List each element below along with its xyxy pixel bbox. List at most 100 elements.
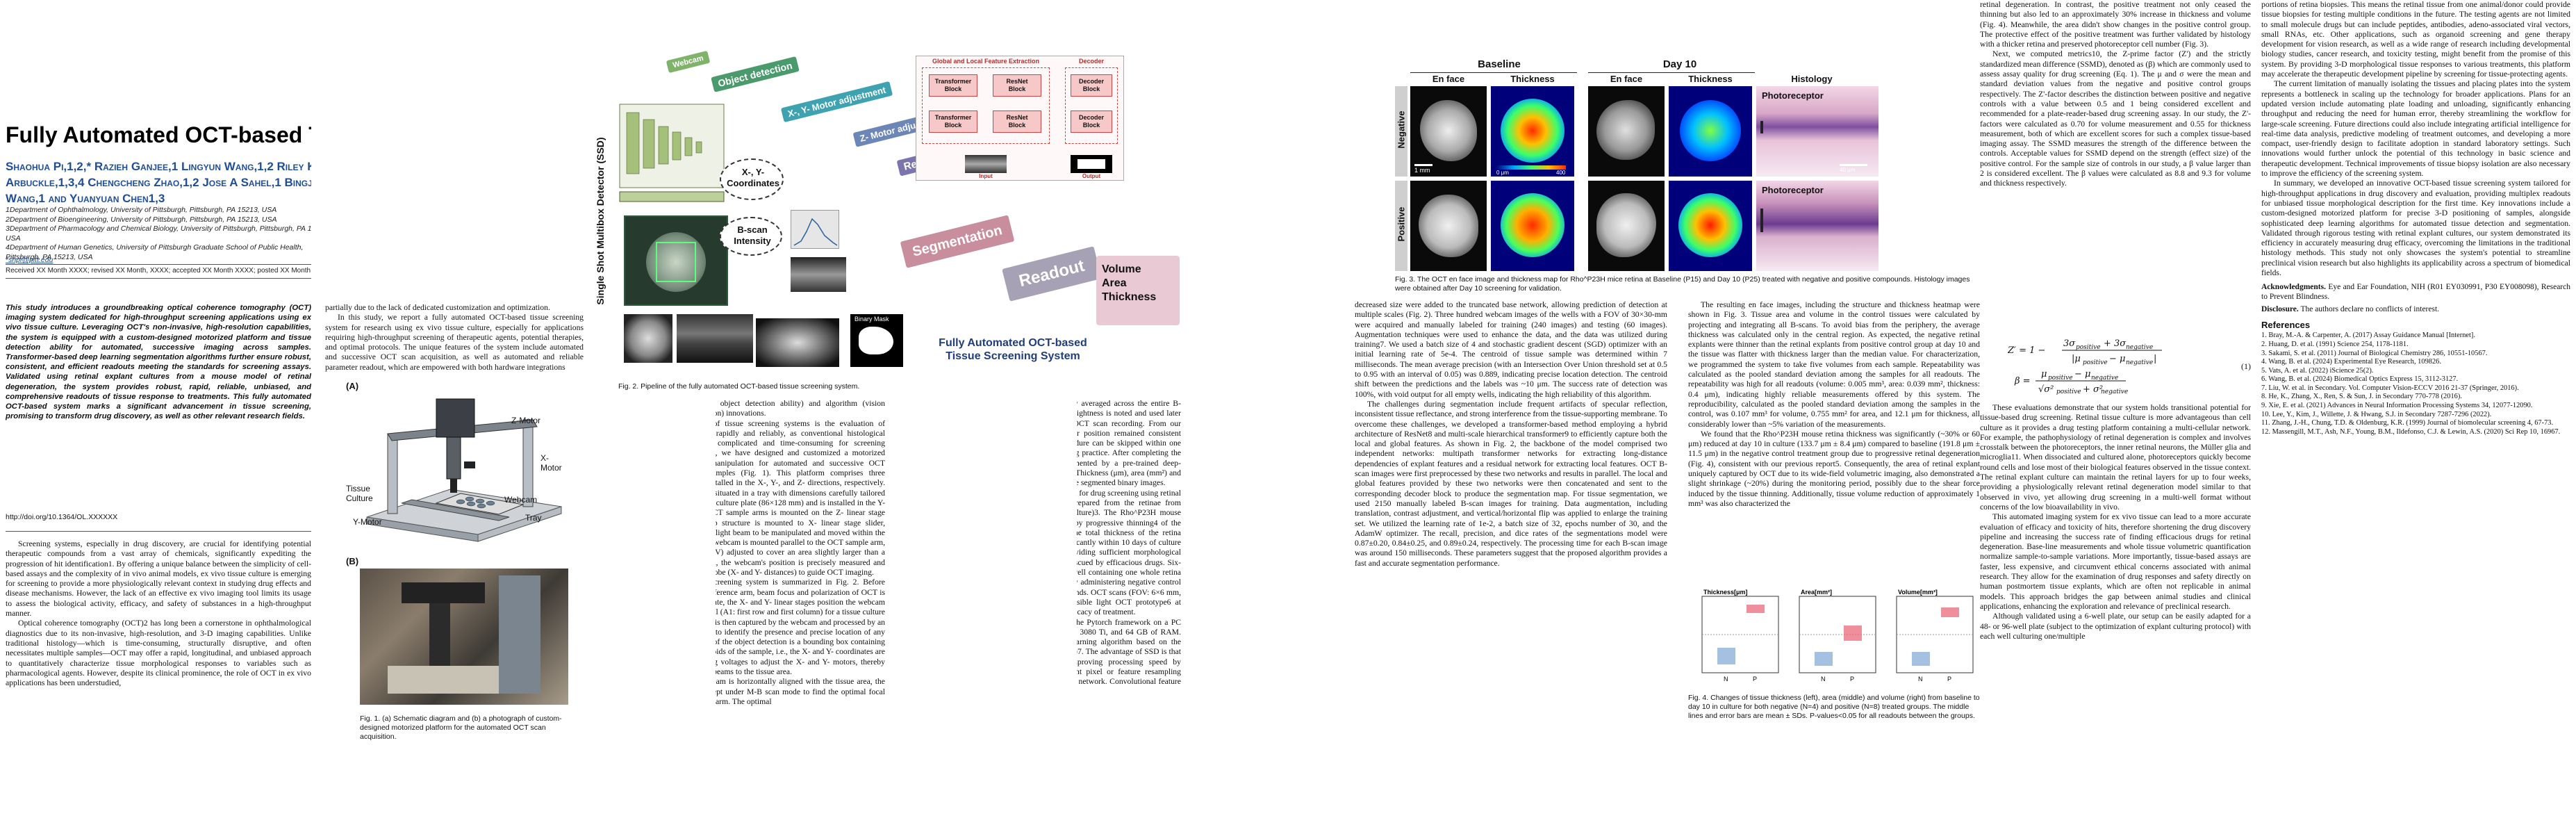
- received-dates: Received XX Month XXXX; revised XX Month…: [6, 267, 311, 275]
- enface-image: 1 mm: [1410, 86, 1487, 177]
- ssd-label-box: Single Shot Multibox Detector (SSD): [593, 97, 610, 354]
- equation-number: (1): [2241, 361, 2251, 371]
- y-motor-label: Y-Motor: [353, 517, 382, 527]
- negative-row-tab: Negative: [1395, 86, 1407, 177]
- svg-text:− μ: − μ: [2074, 369, 2090, 379]
- corresponding-email-link[interactable]: *shpi@pitt.edu: [6, 256, 53, 264]
- column-6: retinal degeneration. In contrast, the p…: [1980, 0, 2251, 834]
- negative-box: [1815, 652, 1833, 666]
- segmentation-network-diagram: Global and Local Feature Extraction Tran…: [916, 56, 1124, 181]
- decoder-block: Decoder Block: [1071, 74, 1112, 97]
- affiliation: 1Department of Ophthalmology, University…: [6, 206, 277, 214]
- figure-3: Baseline Day 10 En face Thickness En fac…: [1360, 58, 1979, 350]
- paper-title: Fully Automated OCT-based Tissue Screeni…: [6, 122, 311, 147]
- disclosure: Disclosure. The authors declare no confl…: [2261, 304, 2570, 314]
- negative-box: [1912, 652, 1930, 666]
- body-paragraph: The challenges during segmentation inclu…: [1355, 399, 1667, 568]
- column-5: decreased size were added to the truncat…: [1355, 0, 1667, 834]
- histology-image: Photoreceptor: [1756, 181, 1879, 271]
- thickness-map: 0 μm 400: [1491, 86, 1574, 177]
- reference-item: 9. Xie, E. et al. (2021) Advances in Neu…: [2261, 402, 2533, 410]
- acknowledgments-label: Acknowledgments.: [2261, 283, 2326, 292]
- author-list: Shaohua Pi,1,2,* Razieh Ganjee,1 Lingyun…: [6, 160, 311, 205]
- column-7: portions of retina biopsies. This means …: [2261, 0, 2570, 834]
- decoder-block: Decoder Block: [1071, 111, 1112, 133]
- svg-text:− μ: − μ: [2109, 354, 2125, 364]
- resnet-block: ResNet Block: [993, 74, 1041, 97]
- column-2: partially due to the lack of dedicated c…: [325, 0, 584, 834]
- body-paragraph: We found that the Rho^P23H mouse retina …: [1688, 429, 1980, 508]
- figure-3-caption: Fig. 3. The OCT en face image and thickn…: [1395, 275, 1970, 293]
- divider: [6, 264, 311, 265]
- platform-schematic: [366, 398, 562, 542]
- tissue-enface-thumbnail: [756, 318, 839, 367]
- figure-4-caption: Fig. 4. Changes of tissue thickness (lef…: [1688, 694, 1980, 720]
- body-paragraph: The current limitation of manually isola…: [2261, 79, 2570, 179]
- body-paragraph: The implementation was carried out using…: [1077, 617, 1181, 687]
- body-paragraph: depth is determined by examining the int…: [1077, 399, 1181, 488]
- transformer-block: Transformer Block: [929, 111, 977, 133]
- positive-box: [1844, 626, 1862, 641]
- body-paragraph: In summary, we developed an innovative O…: [2261, 179, 2570, 278]
- reference-item: 3. Sakami, S. et al. (2011) Journal of B…: [2261, 349, 2488, 357]
- affiliation: 2Department of Bioengineering, Universit…: [6, 215, 277, 224]
- svg-text:negative: negative: [2101, 389, 2128, 395]
- column-3: (motorized platform with object detectio…: [716, 0, 1042, 834]
- webcam-well-image: [624, 215, 728, 306]
- enface-col-header: En face: [1610, 74, 1643, 84]
- thickness-col-header: Thickness: [1688, 74, 1733, 84]
- body-paragraph: Next, we computed metrics10, the Z-prime…: [1980, 49, 2251, 188]
- enface-col-header: En face: [1432, 74, 1465, 84]
- oct-enface-thumbnail: [624, 314, 672, 363]
- body-paragraph: Once the OCT light beam is horizontally …: [716, 677, 885, 706]
- system-name-banner: Fully Automated OCT-based Tissue Screeni…: [939, 337, 1087, 362]
- x-tick: N: [1918, 676, 1923, 682]
- acknowledgments: Acknowledgments. Eye and Ear Foundation,…: [2261, 282, 2570, 302]
- reference-item: 2. Huang, D. et al. (1991) Science 254, …: [2261, 340, 2409, 348]
- references-heading: References: [2261, 320, 2311, 331]
- svg-text:μ: μ: [2041, 369, 2047, 379]
- figure-1b: (B): [346, 556, 568, 712]
- body-paragraph: The first bottleneck of tissue screening…: [716, 418, 885, 578]
- affiliation: 3Department of Pharmacology and Chemical…: [6, 224, 311, 243]
- svg-text:|: |: [2154, 354, 2156, 364]
- divider: [6, 531, 311, 532]
- x-tick: N: [1821, 676, 1826, 682]
- negative-box: [1717, 648, 1735, 664]
- reference-item: 8. He, K., Zhang, X., Ren, S. & Sun, J. …: [2261, 393, 2462, 401]
- binary-mask-image: Binary Mask: [850, 314, 903, 367]
- scale-bar-label: 40 μm: [1840, 167, 1856, 173]
- reference-item: 4. Wang, B. et al. (2024) Experimental E…: [2261, 358, 2441, 366]
- disclosure-label: Disclosure.: [2261, 305, 2299, 314]
- figure-2-caption: Fig. 2. Pipeline of the fully automated …: [618, 382, 860, 391]
- positive-box: [1747, 605, 1765, 613]
- reference-item: 7. Liu, W. et al. in Secondary. Vol. Com…: [2261, 384, 2519, 392]
- column-4: depth is determined by examining the int…: [1077, 0, 1341, 834]
- thickness-map: [1669, 181, 1752, 271]
- column-1: Fully Automated OCT-based Tissue Screeni…: [6, 0, 311, 834]
- disclosure-text: The authors declare no conflicts of inte…: [2300, 305, 2440, 314]
- svg-text:negative: negative: [2126, 359, 2153, 366]
- svg-text:√σ²: √σ²: [2038, 384, 2054, 395]
- intensity-plot-thumbnail: [791, 210, 839, 249]
- photoreceptor-label: Photoreceptor: [1762, 185, 1824, 195]
- svg-text:+ σ²: + σ²: [2083, 384, 2103, 395]
- tray-label: Tray: [525, 513, 542, 523]
- body-paragraph: portions of retina biopsies. This means …: [2261, 0, 2570, 79]
- readout-metrics-box: Volume Area Thickness: [1096, 256, 1180, 325]
- svg-text:β =: β =: [2014, 376, 2031, 386]
- body-paragraph: The performance of the system was valida…: [1077, 488, 1181, 617]
- divider: [6, 278, 311, 279]
- body-paragraph: (motorized platform with object detectio…: [716, 399, 885, 418]
- body-paragraph: Optical coherence tomography (OCT)2 has …: [6, 619, 311, 688]
- positive-row-tab: Positive: [1395, 181, 1407, 271]
- enface-image: [1410, 181, 1487, 271]
- tissue-culture-label: Tissue Culture: [346, 484, 373, 503]
- body-paragraph: partially due to the lack of dedicated c…: [325, 303, 550, 312]
- ssd-label: Single Shot Multibox Detector (SSD): [595, 137, 606, 305]
- thickness-map: [1669, 86, 1752, 177]
- doi-link[interactable]: http://doi.org/10.1364/OL.XXXXXX: [6, 513, 118, 521]
- reference-item: 5. Vats, A. et al. (2022) iScience 25(2)…: [2261, 366, 2374, 375]
- ssd-network-diagram: [619, 104, 725, 202]
